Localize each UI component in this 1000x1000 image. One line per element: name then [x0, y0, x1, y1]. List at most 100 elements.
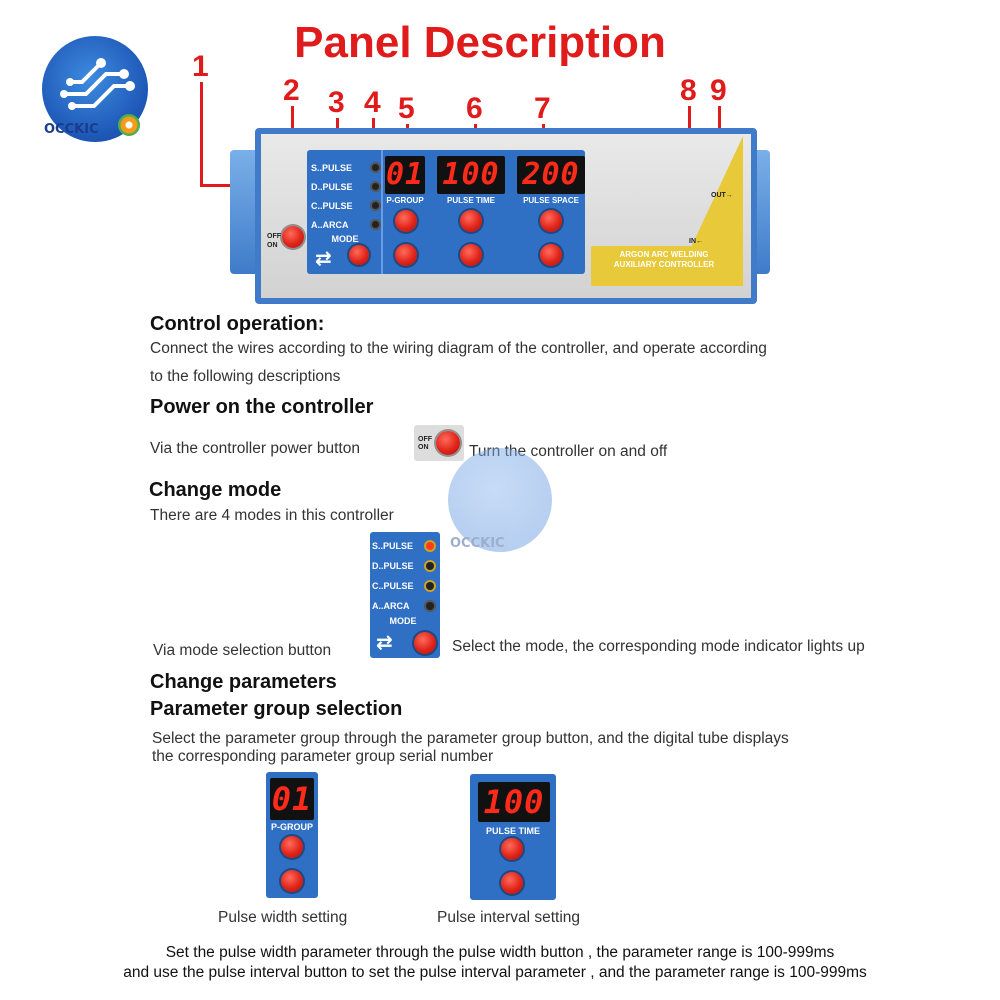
closeup-pulse-time-up-button	[501, 838, 523, 860]
power-labels: OFF ON	[267, 232, 281, 250]
mode-via: Via mode selection button	[153, 642, 332, 659]
p-group-display: 01	[385, 156, 425, 194]
closeup-c-pulse-led	[426, 582, 434, 590]
mode-c-pulse-label: C..PULSE	[311, 200, 353, 211]
callout-3: 3	[328, 86, 345, 119]
mode-d-pulse-led	[372, 183, 379, 190]
out-terminal-label: OUT→	[711, 192, 733, 199]
mode-s-pulse-led	[372, 164, 379, 171]
closeup-mode-button	[414, 632, 436, 654]
control-text-2: to the following descriptions	[150, 368, 341, 385]
closeup-on-label: ON	[418, 444, 429, 451]
mode-a-arca-led	[372, 221, 379, 228]
callout-6: 6	[466, 92, 483, 125]
closeup-power-button	[436, 431, 460, 455]
closeup-mode-title: MODE	[389, 616, 417, 626]
brand-line-2: AUXILIARY CONTROLLER	[613, 260, 715, 269]
closeup-d-pulse-label: D..PULSE	[372, 561, 414, 571]
in-label-text: IN	[689, 238, 696, 245]
pulse-time-down-button[interactable]	[460, 244, 482, 266]
closeup-mode-cycle-icon: ⇄	[376, 632, 393, 654]
logo-text: OCCKIC	[44, 122, 99, 137]
brand-line-1: ARGON ARC WELDING	[619, 250, 709, 259]
p-group-label: P-GROUP	[386, 196, 424, 205]
closeup-off-label: OFF	[418, 436, 432, 443]
group-heading: Parameter group selection	[150, 698, 403, 720]
control-panel: S..PULSE D..PULSE C..PULSE A..ARCA MODE …	[307, 150, 585, 274]
pulse-space-down-button[interactable]	[540, 244, 562, 266]
closeup-p-group-down-button	[281, 870, 303, 892]
p-group-closeup: 01 P-GROUP	[266, 772, 318, 898]
watermark-logo-text: OCCKIC	[450, 536, 505, 551]
closeup-p-group-display: 01	[270, 778, 314, 820]
mode-s-pulse-label: S..PULSE	[311, 162, 353, 173]
circuit-icon	[60, 58, 135, 110]
mode-c-pulse-led	[372, 202, 379, 209]
power-heading: Power on the controller	[150, 396, 374, 418]
closeup-p-group-label: P-GROUP	[270, 822, 313, 832]
gear-icon	[118, 114, 140, 136]
callout-5: 5	[398, 92, 415, 125]
closeup-a-arca-label: A..ARCA	[372, 601, 410, 611]
closeup-s-pulse-label: S..PULSE	[372, 541, 414, 551]
closeup-p-group-up-button	[281, 836, 303, 858]
pulse-time-display: 100	[437, 156, 505, 194]
closeup-d-pulse-led	[426, 562, 434, 570]
mode-result: Select the mode, the corresponding mode …	[452, 638, 865, 655]
mode-cycle-icon: ⇄	[315, 248, 332, 270]
closeup-c-pulse-label: C..PULSE	[372, 581, 414, 591]
callout-8: 8	[680, 74, 697, 107]
pulse-width-caption: Pulse width setting	[218, 909, 348, 926]
params-heading: Change parameters	[150, 671, 337, 693]
controller-device: OFF ON S..PULSE D..PULSE C..PULSE A..ARC…	[255, 128, 757, 304]
pulse-time-closeup: 100 PULSE TIME	[470, 774, 556, 900]
mode-closeup-panel: S..PULSE D..PULSE C..PULSE A..ARCA MODE …	[370, 532, 440, 658]
pulse-interval-caption: Pulse interval setting	[437, 909, 581, 926]
closeup-a-arca-led	[426, 602, 434, 610]
callout-4: 4	[364, 86, 381, 119]
watermark-logo: OCCKIC	[448, 448, 552, 552]
power-off-label: OFF	[267, 233, 281, 240]
panel-divider	[381, 150, 383, 274]
callout-9: 9	[710, 74, 727, 107]
yellow-wedge	[673, 136, 743, 286]
page-title: Panel Description	[294, 18, 666, 67]
closeup-s-pulse-led	[426, 542, 434, 550]
mode-a-arca-label: A..ARCA	[311, 219, 349, 230]
power-text: Via the controller power button	[150, 440, 360, 457]
pulse-time-label: PULSE TIME	[446, 196, 495, 205]
closeup-pulse-time-display: 100	[478, 782, 550, 822]
pulse-space-up-button[interactable]	[540, 210, 562, 232]
brand-text: ARGON ARC WELDING AUXILIARY CONTROLLER	[599, 250, 729, 270]
callout-line-1	[200, 82, 203, 186]
closeup-pulse-time-label: PULSE TIME	[485, 826, 540, 836]
power-button[interactable]	[282, 226, 304, 248]
control-text-1: Connect the wires according to the wirin…	[150, 340, 767, 357]
closeup-pulse-time-down-button	[501, 872, 523, 894]
out-label-text: OUT	[711, 192, 726, 199]
control-heading: Control operation:	[150, 313, 325, 335]
mode-d-pulse-label: D..PULSE	[311, 181, 353, 192]
mode-text: There are 4 modes in this controller	[150, 507, 394, 524]
mode-heading: Change mode	[149, 479, 282, 501]
pulse-time-up-button[interactable]	[460, 210, 482, 232]
power-button-closeup: OFF ON	[414, 425, 464, 461]
callout-1: 1	[192, 50, 209, 83]
callout-7: 7	[534, 92, 551, 125]
callout-2: 2	[283, 74, 300, 107]
pulse-space-label: PULSE SPACE	[523, 196, 579, 205]
footer-line-2: and use the pulse interval button to set…	[123, 964, 867, 981]
brand-logo: OCCKIC	[42, 36, 148, 142]
mode-select-button[interactable]	[349, 245, 369, 265]
power-on-label: ON	[267, 242, 278, 249]
mode-indicators: S..PULSE D..PULSE C..PULSE A..ARCA MODE	[311, 158, 379, 244]
mode-title: MODE	[331, 234, 359, 244]
p-group-up-button[interactable]	[395, 210, 417, 232]
closeup-power-labels: OFF ON	[418, 436, 432, 452]
closeup-mode-indicators: S..PULSE D..PULSE C..PULSE A..ARCA MODE	[372, 536, 434, 626]
p-group-down-button[interactable]	[395, 244, 417, 266]
group-text-1: Select the parameter group through the p…	[152, 730, 789, 747]
group-text-2: the corresponding parameter group serial…	[152, 748, 494, 765]
in-terminal-label: IN←	[689, 238, 703, 245]
footer-line-1: Set the pulse width parameter through th…	[165, 944, 835, 961]
